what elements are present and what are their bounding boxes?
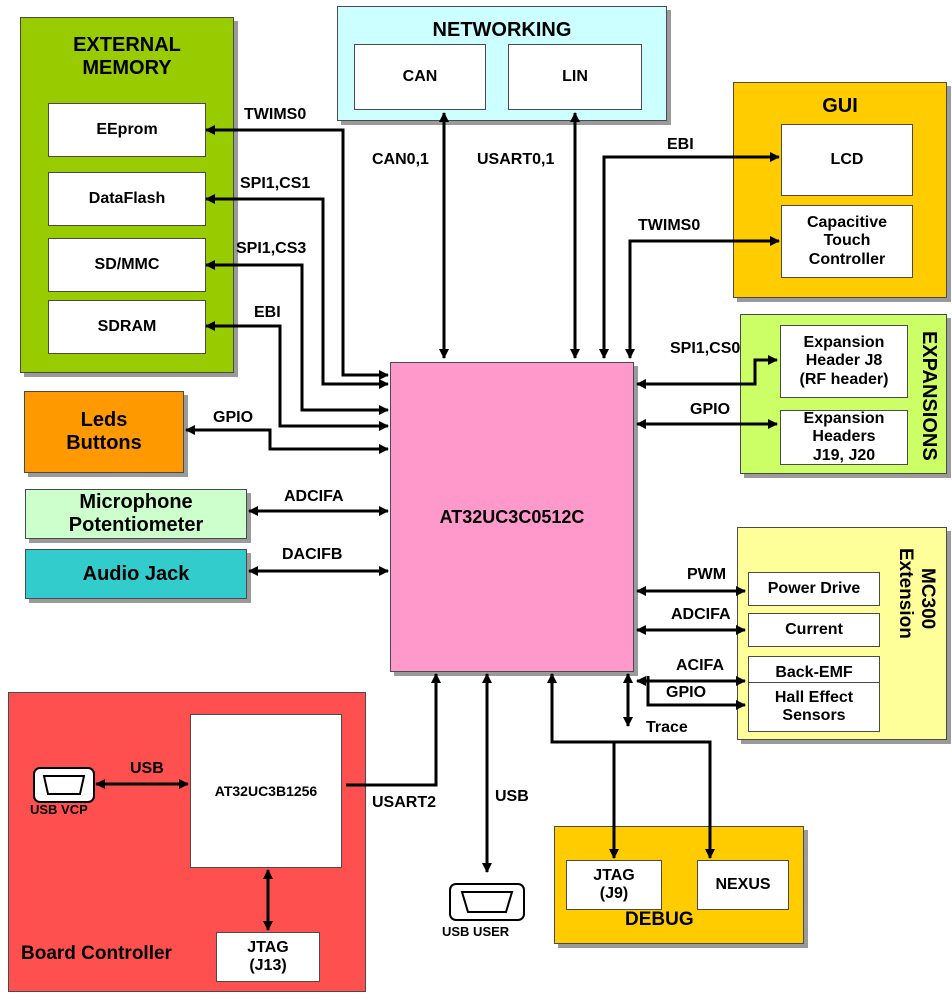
leds-buttons-block: Leds Buttons [24,391,184,473]
debug-wire [547,673,715,859]
gpio-leds-wire [185,425,389,454]
networking-title: NETWORKING [432,19,572,41]
board-controller-title: Board Controller [21,943,172,964]
debug-title: DEBUG [625,909,694,930]
spi1-cs0-wire [636,355,778,389]
label-spi1-cs1: SPI1,CS1 [240,175,311,192]
label-acifa: ACIFA [676,657,724,674]
expansion-headers-j19-block: Expansion Headers J19, J20 [780,410,908,465]
capacitive-touch-block: Capacitive Touch Controller [781,205,913,278]
label-gpio-leds: GPIO [213,409,254,426]
twims0-gui-wire [625,236,780,359]
uc3b-block: AT32UC3B1256 [190,714,342,868]
label-gpio-exp: GPIO [690,401,731,418]
mc300-title-2: Extension [895,548,916,639]
label-adcifa-mic: ADCIFA [284,488,344,505]
label-usb-user-sig: USB [495,788,529,805]
can-block: CAN [354,44,486,110]
usb-user-label: USB USER [442,924,510,939]
usart2-wire [346,673,441,787]
label-dacifb: DACIFB [282,546,343,563]
lin-block: LIN [508,44,642,110]
usb-vcp-connector-icon [33,767,95,803]
label-ebi-gui: EBI [667,136,694,153]
expansion-header-j8-block: Expansion Header J8 (RF header) [780,325,908,398]
label-ebi-mem: EBI [254,304,281,321]
label-pwm: PWM [687,566,727,583]
label-adcifa-mc: ADCIFA [671,606,731,623]
label-spi1-cs0: SPI1,CS0 [670,340,741,357]
label-usart2: USART2 [372,794,437,811]
label-spi1-cs3: SPI1,CS3 [236,240,307,257]
gui-title: GUI [822,95,858,117]
jtag-j9-block: JTAG (J9) [566,860,662,910]
label-usb-board: USB [130,760,164,777]
audio-jack-block: Audio Jack [25,549,247,599]
label-can01: CAN0,1 [372,151,429,168]
current-block: Current [748,613,880,647]
nexus-block: NEXUS [697,860,789,910]
spi1-cs3-wire [205,260,389,415]
eeprom-block: EEprom [48,103,206,157]
jtag-j13-block: JTAG (J13) [216,932,320,982]
mcu-block: AT32UC3C0512C [390,362,634,672]
label-gpio-hall: GPIO [666,684,707,701]
label-twims0-gui: TWIMS0 [638,217,701,234]
mc300-title-1: MC300 [917,568,938,630]
power-drive-block: Power Drive [748,572,880,606]
ebi-gui-wire [599,152,780,359]
sdram-block: SDRAM [48,300,206,354]
sdmmc-block: SD/MMC [48,238,206,292]
usb-vcp-label: USB VCP [30,802,88,817]
label-twims0-mem: TWIMS0 [244,106,307,123]
external-memory-title: EXTERNAL MEMORY [73,34,181,79]
usb-user-connector-icon [449,883,525,921]
hall-effect-block: Hall Effect Sensors [748,682,880,732]
expansions-title: EXPANSIONS [918,331,940,461]
spi1-cs1-wire [205,194,389,389]
label-usart01: USART0,1 [477,151,555,168]
label-trace: Trace [646,719,688,736]
lcd-block: LCD [781,124,913,196]
dataflash-block: DataFlash [48,172,206,226]
microphone-potentiometer-block: Microphone Potentiometer [25,489,247,539]
